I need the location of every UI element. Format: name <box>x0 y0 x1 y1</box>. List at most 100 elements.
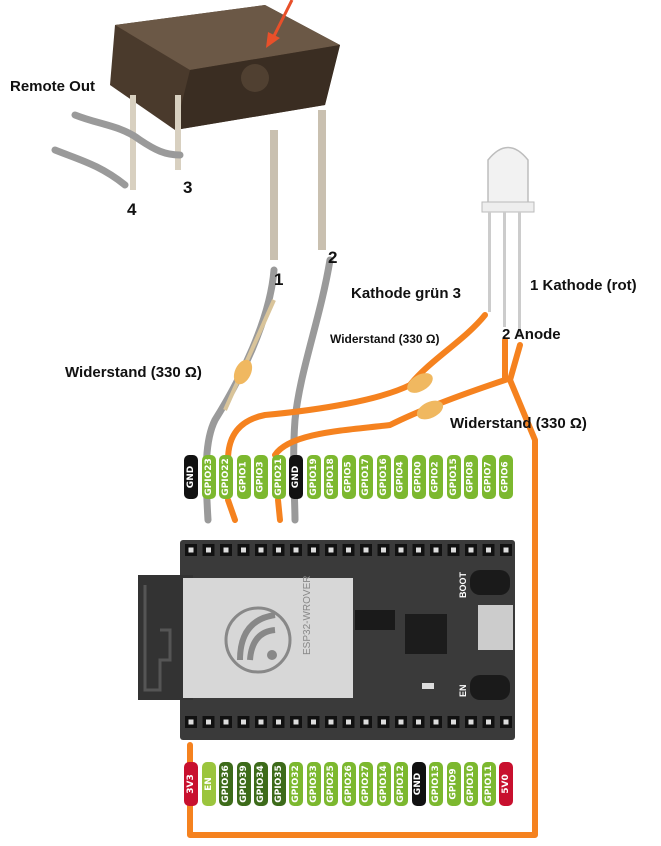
pin-label: GPIO39 <box>236 762 251 806</box>
pin-label: GPIO16 <box>376 455 391 499</box>
pin-label: GPIO26 <box>341 762 356 806</box>
pin-label: GPIO22 <box>219 455 233 499</box>
pin-label-text: GPIO15 <box>448 458 459 496</box>
pin1-label: 1 <box>274 270 284 289</box>
pin-label: GPIO4 <box>394 455 408 499</box>
pin-label: GPIO27 <box>359 762 373 806</box>
pin-label: GPIO12 <box>394 762 408 806</box>
pin-label: EN <box>201 762 216 806</box>
pin-label-text: EN <box>203 777 214 791</box>
resistor-right <box>416 400 444 420</box>
pin-label: GPIO7 <box>481 455 496 499</box>
pin-label: 3V3 <box>184 762 198 806</box>
pin-label-text: GPIO18 <box>326 458 337 496</box>
pin-label-text: GPIO27 <box>361 765 372 803</box>
en-label: EN <box>458 684 468 697</box>
pin-label-text: GND <box>291 465 302 489</box>
pin-label-text: GPIO4 <box>396 461 406 493</box>
pin-label: GPIO19 <box>306 455 321 499</box>
pin-label: GPIO6 <box>499 455 513 499</box>
anode-label: 2 Anode <box>502 326 561 343</box>
pin-label-text: GPIO26 <box>343 765 354 803</box>
wrover-module <box>183 578 353 698</box>
pin-label: GPIO15 <box>446 455 461 499</box>
pin-label-text: GPIO17 <box>361 458 372 496</box>
pin-label-text: GPIO12 <box>396 765 407 803</box>
pin4-label: 4 <box>127 200 137 219</box>
pin-label-text: GPIO1 <box>238 461 249 493</box>
pin-label: GPIO36 <box>219 762 233 806</box>
pin-label: GPIO34 <box>254 762 268 806</box>
pin-label-text: GPIO11 <box>483 765 494 803</box>
pin-label: GPIO33 <box>306 762 321 806</box>
opto-pin-1 <box>270 130 278 260</box>
esp32-board <box>138 540 515 740</box>
pin-label-text: GPIO32 <box>291 765 302 803</box>
pin-label: GPIO2 <box>429 455 443 499</box>
pin-label: 5V0 <box>499 762 513 806</box>
pin-label: GND <box>184 455 198 499</box>
pin-label-text: GPIO16 <box>378 458 389 496</box>
pin-label-text: GPIO5 <box>343 461 354 493</box>
pin-label-text: GPIO36 <box>221 765 232 803</box>
pin-label: GPIO3 <box>254 455 268 499</box>
pin-label: GPIO11 <box>481 762 496 806</box>
pin2-label: 2 <box>328 248 338 267</box>
resistor-left <box>223 299 276 411</box>
boot-label: BOOT <box>458 572 468 598</box>
pin-label-text: GPIO25 <box>326 765 337 803</box>
pin-label: GPIO25 <box>324 762 338 806</box>
boot-button[interactable] <box>470 570 510 595</box>
pin-label: GPIO0 <box>411 455 426 499</box>
pin-label: GPIO5 <box>341 455 356 499</box>
resistor-right-label: Widerstand (330 Ω) <box>450 415 587 432</box>
en-button[interactable] <box>470 675 510 700</box>
opto-pin-3 <box>175 95 181 170</box>
opto-pin-4 <box>130 95 136 190</box>
pin-label-text: GPIO22 <box>221 458 232 496</box>
pin-label-text: GPIO23 <box>203 458 214 496</box>
pin-label: GPIO18 <box>324 455 338 499</box>
pin-label-text: GND <box>413 772 424 796</box>
kathode-gruen-label: Kathode grün 3 <box>351 285 462 302</box>
pin-label-text: GPIO2 <box>431 461 441 493</box>
pin-label-text: 5V0 <box>501 774 511 794</box>
opto-pin-2 <box>318 110 326 250</box>
pin-label-text: GPIO8 <box>466 461 476 493</box>
bottom-header-pins <box>185 716 512 728</box>
pin-label-text: GPIO39 <box>238 765 249 803</box>
pin-label-text: GPIO13 <box>431 765 442 803</box>
pin-label-text: GPIO19 <box>308 458 319 496</box>
rgb-led <box>481 146 535 337</box>
pin-label: GPIO23 <box>201 455 216 499</box>
pin-label-text: GPIO34 <box>256 765 267 803</box>
pin-label-text: GPIO35 <box>273 765 284 803</box>
pin3-label: 3 <box>183 178 193 197</box>
pin1-arrow-icon <box>270 0 294 41</box>
pin-label-text: GPIO7 <box>483 461 494 493</box>
pin-label: GPIO8 <box>464 455 478 499</box>
pin-label: GPIO1 <box>236 455 251 499</box>
pin-label: GPIO10 <box>464 762 478 806</box>
pin-label-text: GPIO10 <box>466 765 477 803</box>
pin-label: GPIO17 <box>359 455 373 499</box>
pin-label-text: GPIO6 <box>501 461 511 493</box>
pin-label: GPIO21 <box>271 455 286 499</box>
pin-label: GPIO13 <box>429 762 443 806</box>
pin-label-text: GPIO21 <box>273 458 284 496</box>
pin-label-text: GPIO9 <box>448 768 459 800</box>
optocoupler <box>110 5 340 260</box>
pin-label-text: GPIO0 <box>413 461 424 493</box>
pin-label: GPIO14 <box>376 762 391 806</box>
pin-label-text: GPIO33 <box>308 765 319 803</box>
pin-label: GND <box>411 762 426 806</box>
resistor-mid <box>407 373 433 393</box>
kathode-rot-label: 1 Kathode (rot) <box>530 277 637 294</box>
pin-label-text: GND <box>186 465 197 489</box>
resistor-left-label: Widerstand (330 Ω) <box>65 364 202 381</box>
pin-label: GPIO9 <box>446 762 461 806</box>
pin-label: GPIO32 <box>289 762 303 806</box>
pin-label: GND <box>289 455 303 499</box>
resistor-mid-label: Widerstand (330 Ω) <box>330 332 440 346</box>
